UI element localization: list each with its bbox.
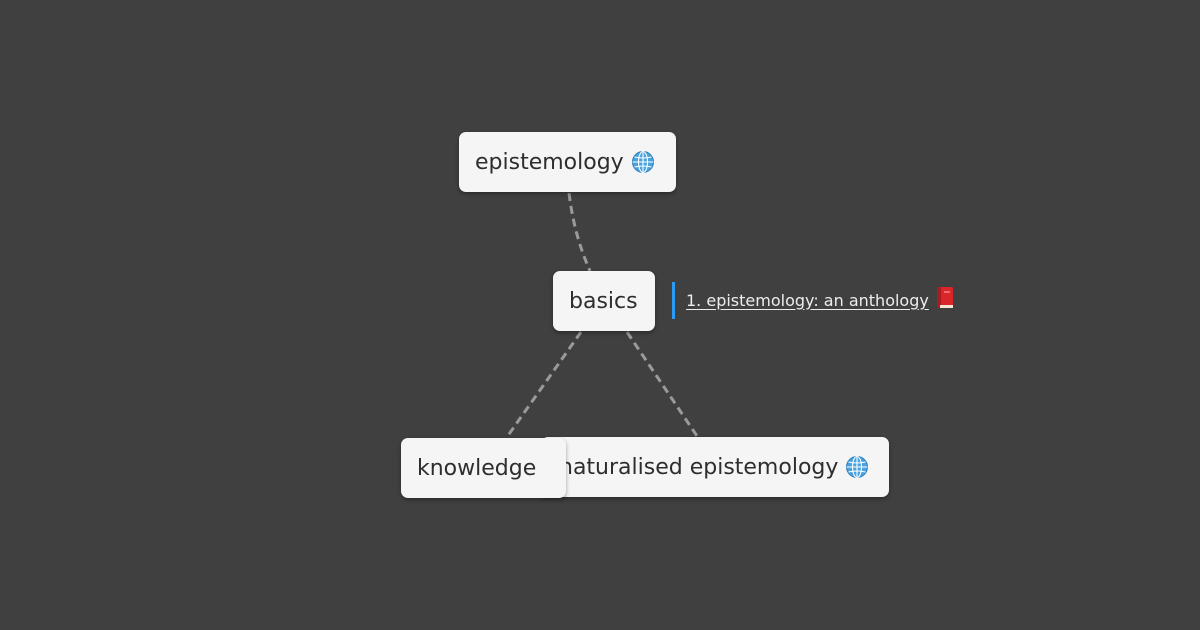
node-basics[interactable]: basics [553,271,655,331]
node-label: epistemology [475,149,624,175]
edge-basics-naturalised [625,331,699,437]
node-naturalised-epistemology[interactable]: naturalised epistemology [541,437,889,497]
resource-link[interactable]: 1. epistemology: an anthology [686,290,929,310]
node-label: naturalised epistemology [559,454,839,480]
node-label: basics [569,288,638,314]
node-epistemology[interactable]: epistemology [459,132,676,192]
globe-icon[interactable] [631,150,655,174]
globe-icon[interactable] [845,455,869,479]
node-knowledge[interactable]: knowledge [401,438,566,498]
book-icon [936,287,953,308]
resource-link-item: 1. epistemology: an anthology [672,281,955,319]
node-label: knowledge [417,455,537,481]
edge-basics-knowledge [505,331,583,438]
resource-accent-bar [672,281,675,319]
edge-epistemology-basics [567,192,592,272]
